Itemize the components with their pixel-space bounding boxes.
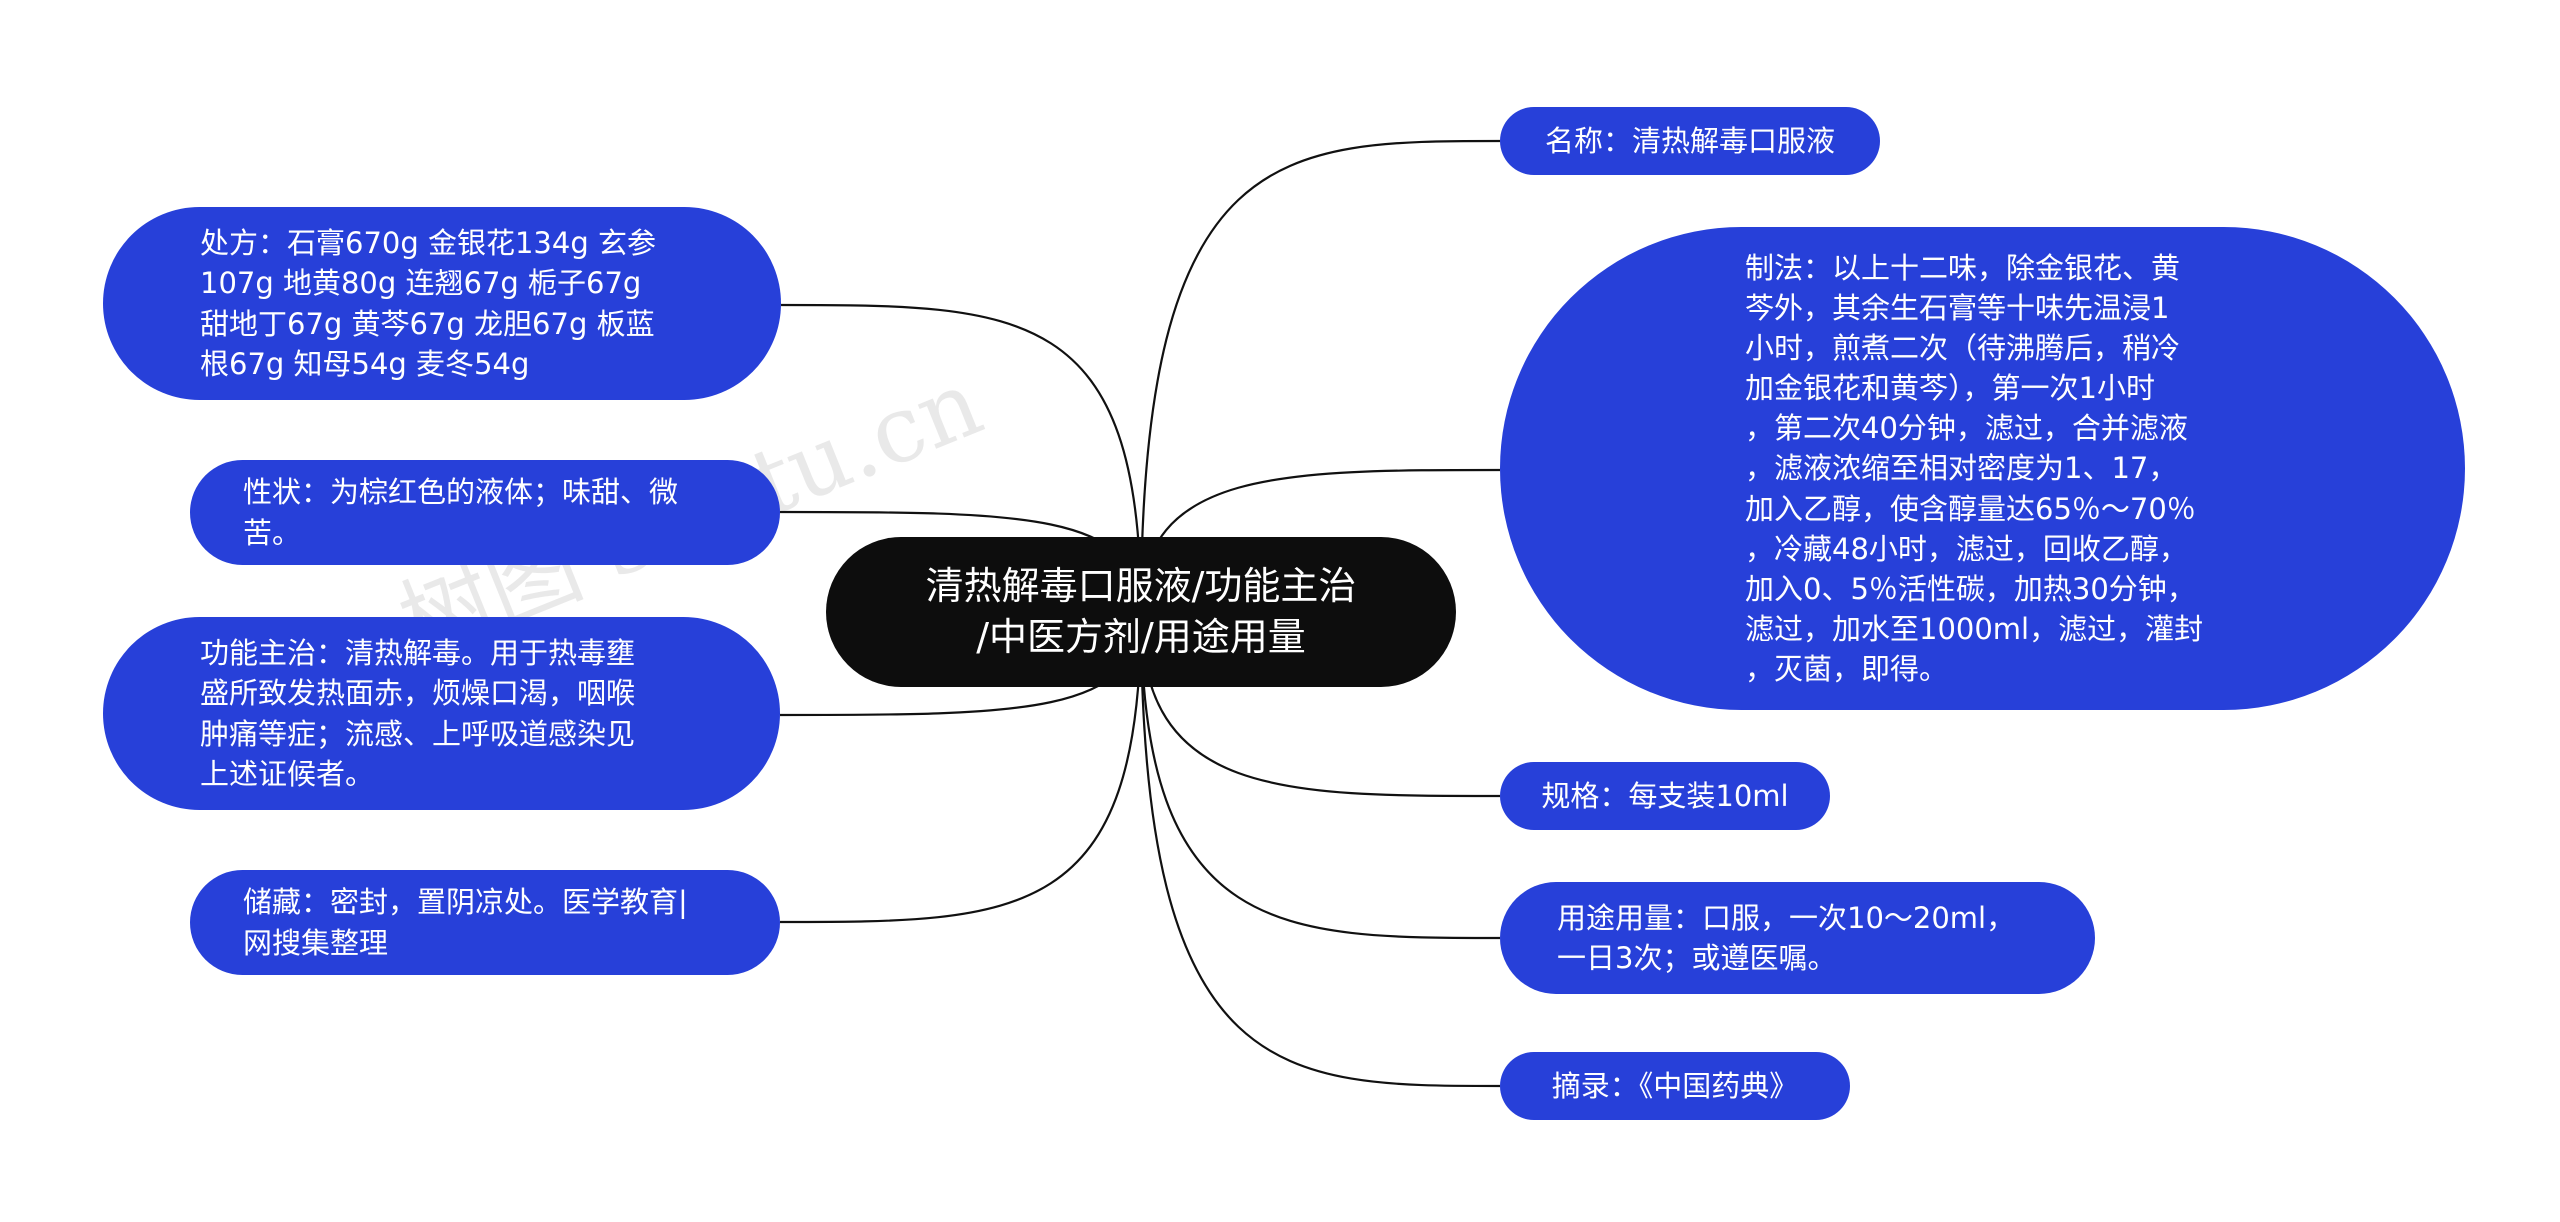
node-indications-label: 功能主治：清热解毒。用于热毒壅 盛所致发热面赤，烦燥口渴，咽喉 肿痛等症；流感、… bbox=[200, 636, 636, 791]
node-properties-label: 性状：为棕红色的液体；味甜、微 苦。 bbox=[243, 475, 679, 550]
node-indications[interactable]: 功能主治：清热解毒。用于热毒壅 盛所致发热面赤，烦燥口渴，咽喉 肿痛等症；流感、… bbox=[103, 617, 780, 810]
connector-name bbox=[1139, 139, 1501, 613]
node-preparation-label: 制法：以上十二味，除金银花、黄 芩外，其余生石膏等十味先温浸1 小时，煎煮二次（… bbox=[1745, 251, 2204, 686]
node-usage[interactable]: 用途用量：口服，一次10～20ml， 一日3次；或遵医嘱。 bbox=[1500, 882, 2095, 994]
connector-source bbox=[1139, 611, 1501, 1088]
node-prescription-label: 处方：石膏670g 金银花134g 玄参 107g 地黄80g 连翘67g 栀子… bbox=[200, 226, 656, 381]
node-preparation[interactable]: 制法：以上十二味，除金银花、黄 芩外，其余生石膏等十味先温浸1 小时，煎煮二次（… bbox=[1500, 227, 2465, 710]
node-storage[interactable]: 储藏：密封，置阴凉处。医学教育| 网搜集整理 bbox=[190, 870, 780, 975]
node-name-label: 名称：清热解毒口服液 bbox=[1544, 123, 1835, 158]
node-source-label: 摘录：《中国药典》 bbox=[1551, 1068, 1799, 1103]
connector-storage bbox=[779, 611, 1143, 924]
node-name[interactable]: 名称：清热解毒口服液 bbox=[1500, 107, 1880, 175]
node-specification[interactable]: 规格：每支装10ml bbox=[1500, 762, 1830, 830]
node-source[interactable]: 摘录：《中国药典》 bbox=[1500, 1052, 1850, 1120]
connector-prescription bbox=[780, 303, 1143, 613]
node-prescription[interactable]: 处方：石膏670g 金银花134g 玄参 107g 地黄80g 连翘67g 栀子… bbox=[103, 207, 781, 400]
node-properties[interactable]: 性状：为棕红色的液体；味甜、微 苦。 bbox=[190, 460, 780, 565]
connector-usage bbox=[1139, 611, 1501, 940]
node-specification-label: 规格：每支装10ml bbox=[1541, 778, 1789, 813]
root-topic-node[interactable]: 清热解毒口服液/功能主治 /中医方剂/用途用量 bbox=[826, 537, 1456, 687]
node-usage-label: 用途用量：口服，一次10～20ml， 一日3次；或遵医嘱。 bbox=[1557, 900, 2016, 975]
node-storage-label: 储藏：密封，置阴凉处。医学教育| 网搜集整理 bbox=[243, 885, 688, 960]
root-topic-label: 清热解毒口服液/功能主治 /中医方剂/用途用量 bbox=[925, 563, 1357, 659]
